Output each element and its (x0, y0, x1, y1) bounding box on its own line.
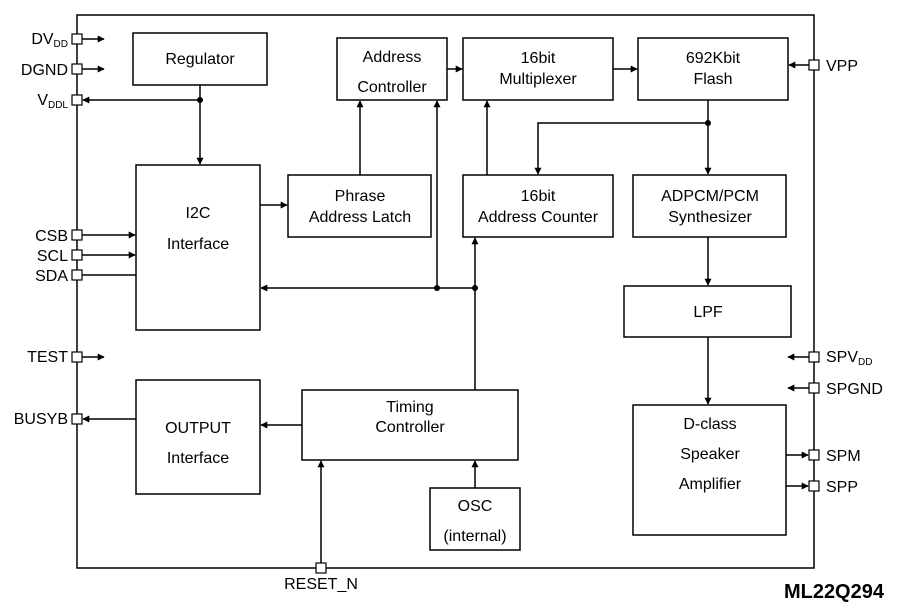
flash-block (637, 37, 789, 101)
pin-csb-pad (71, 229, 83, 241)
lpf-label: LPF (693, 304, 723, 321)
i2c-label: Interface (167, 236, 229, 253)
flash-to-counter-arrow (534, 122, 708, 175)
synthesizer-label: ADPCM/PCM (661, 188, 759, 205)
multiplexer-label: Multiplexer (499, 71, 577, 88)
i2c-block (135, 164, 261, 331)
pin-csb-label: CSB (35, 228, 68, 245)
pin-spp-pad (808, 480, 820, 492)
output-label: OUTPUT (165, 420, 231, 437)
junction-dot (472, 285, 478, 291)
pin-sda-pad (71, 269, 83, 281)
phrase-latch-label: Phrase (335, 188, 386, 205)
pin-dgnd-label: DGND (21, 62, 68, 79)
synthesizer-label: Synthesizer (668, 209, 752, 226)
pin-reset-pad (315, 562, 327, 574)
address-counter-label: Address Counter (478, 209, 599, 226)
pin-spm-label: SPM (826, 448, 861, 465)
pin-spm-pad (808, 449, 820, 461)
address-controller-label: Address (363, 49, 422, 66)
pin-vpp-pad (808, 59, 820, 71)
pin-spp-label: SPP (826, 479, 858, 496)
pin-busyb-pad (71, 413, 83, 425)
address-counter-block (462, 174, 614, 238)
timing-controller-label: Timing (386, 399, 433, 416)
chip-outline (76, 14, 815, 569)
phrase-latch-block (287, 174, 432, 238)
output-block (135, 379, 261, 495)
i2c-label: I2C (186, 205, 211, 222)
synthesizer-block (632, 174, 787, 238)
pin-test-pad (71, 351, 83, 363)
pin-spgnd-label: SPGND (826, 381, 883, 398)
multiplexer-block (462, 37, 614, 101)
speaker-amp-label: Amplifier (679, 476, 742, 493)
osc-label: (internal) (443, 528, 506, 545)
pin-scl-label: SCL (37, 248, 68, 265)
speaker-amp-label: Speaker (680, 446, 740, 463)
pin-reset-label: RESET_N (284, 576, 358, 593)
pin-spgnd-pad (808, 382, 820, 394)
junction-dot (197, 97, 203, 103)
pin-busyb-label: BUSYB (14, 411, 68, 428)
pin-spvdd-pad (808, 351, 820, 363)
speaker-amp-block (632, 404, 787, 536)
pin-dgnd-pad (71, 63, 83, 75)
pin-test-label: TEST (27, 349, 68, 366)
pin-spvdd-label: SPVDD (826, 349, 872, 368)
speaker-amp-label: D-class (683, 416, 736, 433)
pin-sda-label: SDA (35, 268, 68, 285)
osc-label: OSC (458, 498, 493, 515)
pin-scl-pad (71, 249, 83, 261)
flash-label: Flash (693, 71, 732, 88)
junction-dot (434, 285, 440, 291)
address-counter-label: 16bit (521, 188, 556, 205)
regulator-label: Regulator (165, 51, 235, 68)
junction-dot (705, 120, 711, 126)
pin-vpp-label: VPP (826, 58, 858, 75)
output-label: Interface (167, 450, 229, 467)
address-controller-label: Controller (357, 79, 427, 96)
pin-dvdd-pad (71, 33, 83, 45)
pin-vddl-pad (71, 94, 83, 106)
pin-vddl-label: VDDL (37, 92, 68, 111)
multiplexer-label: 16bit (521, 50, 556, 67)
pin-dvdd-label: DVDD (31, 31, 68, 50)
part-number: ML22Q294 (784, 581, 885, 603)
phrase-latch-label: Address Latch (309, 209, 411, 226)
flash-label: 692Kbit (686, 50, 741, 67)
timing-controller-label: Controller (375, 419, 445, 436)
